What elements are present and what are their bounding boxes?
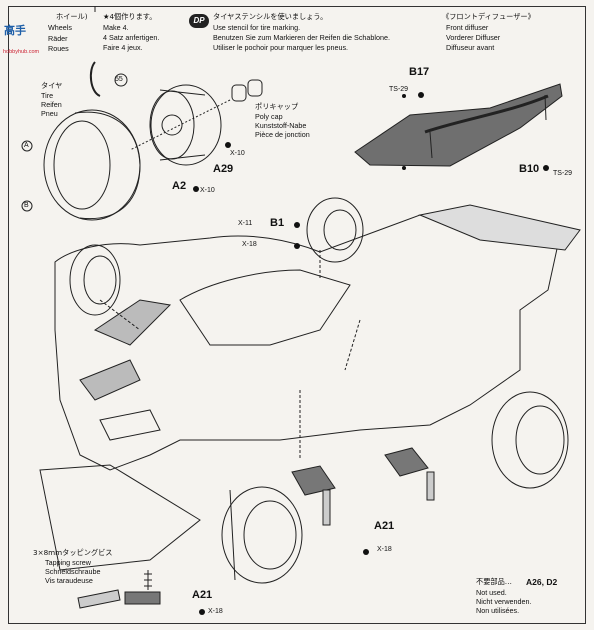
part-x11: X-11 xyxy=(238,220,253,227)
tire-fr: Pneu xyxy=(41,109,58,118)
wheels-title-fr: Roues xyxy=(48,44,69,53)
not-used-jp: 不要部品… xyxy=(476,577,512,586)
screw-jp: 3×8mmタッピングビス xyxy=(33,548,113,557)
part-ts29-b: TS-29 xyxy=(553,170,573,177)
wheels-count-jp: ★4個作ります。 xyxy=(103,12,157,21)
diffuser-de: Vorderer Diffuser xyxy=(446,33,501,42)
wheels-title-jp: ホイール) xyxy=(56,12,88,21)
tire-jp: タイヤ xyxy=(41,81,63,90)
diffuser-en: Front diffuser xyxy=(446,23,489,32)
wheels-title-en: Wheels xyxy=(48,23,72,32)
stencil-de: Benutzen Sie zum Markieren der Reifen di… xyxy=(213,33,390,42)
polycap-en: Poly cap xyxy=(255,112,283,121)
watermark-site: hobbyhub.com xyxy=(3,49,40,55)
stencil-en: Use stencil for tire marking. xyxy=(213,23,301,32)
glue-tube-3 xyxy=(77,589,121,609)
part-b17: B17 xyxy=(409,66,430,78)
part-x10-a: X-10 xyxy=(230,150,245,157)
tire-en: Tire xyxy=(41,91,54,100)
wheels-count-de: 4 Satz anfertigen. xyxy=(103,33,160,42)
tapping-screw-drawing xyxy=(144,570,152,590)
not-used-en: Not used. xyxy=(476,588,507,597)
dp-badge: DP xyxy=(189,14,209,28)
watermark-text: 高手 xyxy=(4,25,26,37)
part-a2: A2 xyxy=(172,180,187,192)
rim-preview xyxy=(89,61,101,97)
part-x18-center: X-18 xyxy=(377,546,392,553)
part-b1: B1 xyxy=(270,217,285,229)
part-a21-block xyxy=(124,591,161,605)
screw-en: Tapping screw xyxy=(45,558,91,567)
part-x18-bottom: X-18 xyxy=(208,608,223,615)
stencil-fr: Utiliser le pochoir pour marquer les pne… xyxy=(213,43,349,52)
polycap-fr: Pièce de jonction xyxy=(255,130,310,139)
part-x10-b: X-10 xyxy=(200,187,215,194)
wheels-title-de: Räder xyxy=(48,34,68,43)
part-a21-plate xyxy=(291,465,336,496)
wheel-hub-drawing xyxy=(149,84,222,166)
diffuser-drawing xyxy=(354,83,563,167)
wheel-rear-right xyxy=(491,391,569,489)
not-used-fr: Non utilisées. xyxy=(476,606,520,615)
tire-de: Reifen xyxy=(41,100,62,109)
wheel-front-bottom xyxy=(221,486,303,584)
polycap-de: Kunststoff-Nabe xyxy=(255,121,307,130)
screw-fr: Vis taraudeuse xyxy=(45,576,93,585)
car-body-drawing xyxy=(54,204,581,471)
wheels-count-en: Make 4. xyxy=(103,23,129,32)
not-used-parts: A26, D2 xyxy=(526,577,558,587)
wheel-front-left xyxy=(69,244,121,316)
part-x18-a: X-18 xyxy=(242,241,257,248)
glue-tube-2 xyxy=(426,471,435,501)
polycap-jp: ポリキャップ xyxy=(255,102,299,111)
wheels-count-fr: Faire 4 jeux. xyxy=(103,43,143,52)
circle-label-a: A xyxy=(24,142,29,149)
diffuser-fr: Diffuseur avant xyxy=(446,43,495,52)
not-used-de: Nicht verwenden. xyxy=(476,597,532,606)
screw-de: Schneidschraube xyxy=(45,567,101,576)
part-number-55: 55 xyxy=(115,76,123,83)
tire-drawing xyxy=(43,109,141,221)
wheel-top xyxy=(306,197,364,263)
glue-tube-1 xyxy=(322,489,331,526)
part-a29: A29 xyxy=(213,163,234,175)
watermark-logo: 高手 hobbyhub.com xyxy=(0,10,40,55)
part-a21-center: A21 xyxy=(374,520,395,532)
page-frame xyxy=(8,6,586,624)
front-splitter xyxy=(39,464,201,571)
diffuser-jp: 《フロントディフューザー》 xyxy=(442,12,535,21)
part-a21-bottom: A21 xyxy=(192,589,213,601)
part-a21-plate-b xyxy=(384,447,429,477)
stencil-jp: タイヤステンシルを使いましょう。 xyxy=(213,12,328,21)
part-b10: B10 xyxy=(519,163,540,175)
part-ts29-a: TS-29 xyxy=(389,86,409,93)
circle-label-b: B xyxy=(24,202,29,209)
